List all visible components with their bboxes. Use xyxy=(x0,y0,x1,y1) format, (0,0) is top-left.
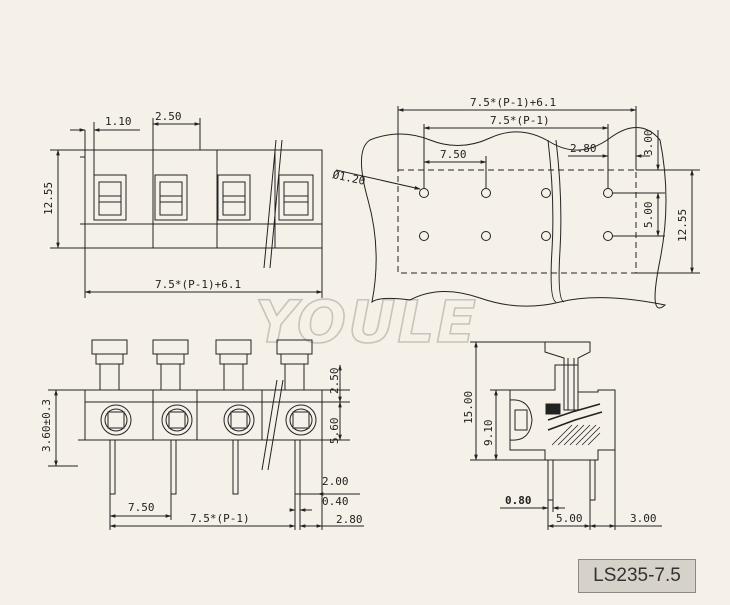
front-view xyxy=(48,339,364,530)
front-actuator-1 xyxy=(91,339,128,391)
top-view-slot-2 xyxy=(154,174,188,221)
dim-pcb-pitch-total: 7.5*(P-1) xyxy=(490,114,550,127)
dim-pcb-12-55: 12.55 xyxy=(676,209,689,242)
top-view-slot-1 xyxy=(93,174,127,221)
footprint-outline xyxy=(397,169,637,274)
pcb-hole xyxy=(419,188,429,198)
pcb-hole xyxy=(603,188,613,198)
model-badge: LS235-7.5 xyxy=(578,559,696,593)
dim-hole-dia: Ø1.20 xyxy=(331,168,366,188)
dim-pcb-5-00: 5.00 xyxy=(642,202,655,229)
dim-side-0-80: 0.80 xyxy=(505,494,532,507)
front-actuator-3 xyxy=(215,339,252,391)
dim-front-0-40: 0.40 xyxy=(322,495,349,508)
dim-pcb-overall: 7.5*(P-1)+6.1 xyxy=(470,96,556,109)
side-wire-entry xyxy=(509,399,533,441)
side-pin-front xyxy=(547,459,554,501)
dim-side-5-00: 5.00 xyxy=(556,512,583,525)
pcb-hole xyxy=(481,231,491,241)
dim-front-pitch-total: 7.5*(P-1) xyxy=(190,512,250,525)
break-line xyxy=(263,139,277,269)
side-spring xyxy=(547,403,601,421)
pcb-holes xyxy=(419,188,613,241)
wire-entry-1 xyxy=(100,404,132,436)
dim-side-3-00: 3.00 xyxy=(630,512,657,525)
pcb-hole xyxy=(541,231,551,241)
pcb-break xyxy=(547,139,557,303)
dim-1-10: 1.10 xyxy=(105,115,132,128)
dim-front-5-60: 5.60 xyxy=(328,418,341,445)
dim-front-3-60: 3.60±0.3 xyxy=(40,399,53,452)
break-line xyxy=(261,379,278,471)
pcb-break xyxy=(555,139,565,303)
front-view-body xyxy=(84,389,323,441)
front-actuator-2 xyxy=(152,339,189,391)
wire-entry-2 xyxy=(161,404,193,436)
top-view-body xyxy=(84,149,323,249)
break-line xyxy=(269,139,283,269)
dim-pcb-pitch: 7.50 xyxy=(440,148,467,161)
wire-entry-4 xyxy=(285,404,317,436)
model-label: LS235-7.5 xyxy=(593,565,681,586)
pcb-hole xyxy=(419,231,429,241)
dim-pcb-2-80: 2.80 xyxy=(570,142,597,155)
top-view xyxy=(50,118,323,298)
front-pins xyxy=(109,439,301,495)
top-view-slot-3 xyxy=(217,174,251,221)
side-hatching xyxy=(551,424,601,446)
dim-front-2-00: 2.00 xyxy=(322,475,349,488)
side-view xyxy=(470,341,662,530)
watermark-text: YOULE xyxy=(255,288,478,356)
pcb-outline xyxy=(360,127,667,309)
pcb-hole xyxy=(603,231,613,241)
dim-side-15-00: 15.00 xyxy=(462,391,475,424)
dim-pcb-3-00: 3.00 xyxy=(642,130,655,157)
dim-front-2-50: 2.50 xyxy=(328,368,341,395)
dim-top-overall: 7.5*(P-1)+6.1 xyxy=(155,278,241,291)
break-line xyxy=(267,379,284,471)
dim-front-pitch: 7.50 xyxy=(128,501,155,514)
pcb-hole xyxy=(481,188,491,198)
dim-12-55: 12.55 xyxy=(42,182,55,215)
side-pin-rear xyxy=(589,459,596,501)
pcb-hole xyxy=(541,188,551,198)
top-view-slot-4 xyxy=(278,174,314,221)
dim-2-50: 2.50 xyxy=(155,110,182,123)
side-housing xyxy=(509,364,616,461)
pcb-layout-view xyxy=(335,106,700,309)
wire-entry-3 xyxy=(223,404,255,436)
dim-side-9-10: 9.10 xyxy=(482,420,495,447)
dim-front-2-80: 2.80 xyxy=(336,513,363,526)
